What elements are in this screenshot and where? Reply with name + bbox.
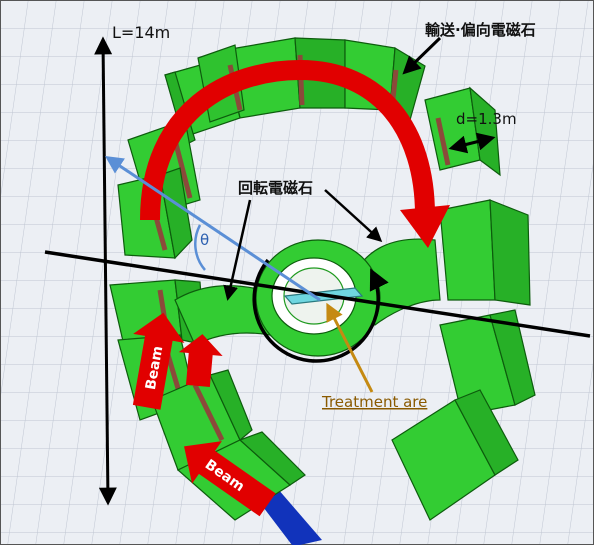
magnet-block xyxy=(439,309,536,416)
theta-label: θ xyxy=(200,231,209,249)
rotating-pointer-left-icon xyxy=(223,199,252,301)
treatment-pointer-icon xyxy=(326,302,374,393)
depth-label: d=1.3m xyxy=(456,110,517,128)
angle-line xyxy=(105,155,321,302)
transport-pointer-icon xyxy=(402,36,442,75)
length-label: L=14m xyxy=(112,23,170,42)
red-transport-arrow xyxy=(140,59,435,221)
rotating-magnet-label: 回転電磁石 xyxy=(238,179,313,197)
vertical-axis-arrow xyxy=(94,36,117,506)
depth-marker-icon xyxy=(448,132,496,154)
beam-arrow-upper: Beam xyxy=(132,312,185,410)
beam-arrow-small xyxy=(178,334,223,387)
red-transport-arrowhead xyxy=(400,205,450,248)
angle-arc xyxy=(194,224,206,271)
beam-label-upper: Beam xyxy=(143,345,166,391)
magnet-block xyxy=(391,389,519,521)
transport-magnet-label: 輸送·偏向電磁石 xyxy=(425,21,536,39)
rotating-pointer-right-icon xyxy=(324,189,383,243)
magnet-block xyxy=(439,199,531,306)
horizontal-axis xyxy=(44,250,591,338)
treatment-label: Treatment are xyxy=(321,393,427,411)
rotation-arrow xyxy=(252,258,389,363)
transport-magnets xyxy=(109,37,536,521)
